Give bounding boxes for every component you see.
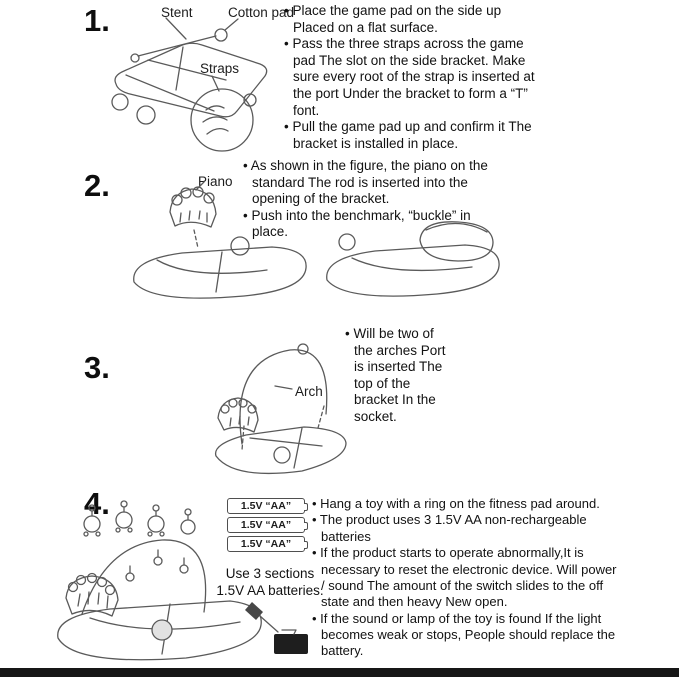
instruction-bullet: • Pull the game pad up and confirm it Th… (284, 119, 532, 151)
piano-drawing (169, 181, 217, 249)
step-2-illustration (133, 181, 500, 299)
screwdriver-icon (245, 602, 279, 633)
instruction-bullet: • Will be two of the arches Port is inse… (345, 326, 446, 424)
instruction-bullet: • Pass the three straps across the game … (284, 36, 535, 118)
step-2-number: 2. (84, 168, 110, 203)
instruction-bullet: • If the product starts to operate abnor… (312, 545, 617, 610)
step-2-instructions: • As shown in the figure, the piano on t… (243, 158, 499, 241)
instruction-bullet: • Push into the benchmark, “buckle” in p… (243, 207, 471, 240)
instruction-bullet: • If the sound or lamp of the toy is fou… (312, 610, 616, 659)
instruction-bullet: • Hang a toy with a ring on the fitness … (312, 496, 600, 511)
step-3-illustration (214, 343, 347, 475)
battery-compartment-icon (274, 629, 308, 654)
step-4-instructions: • Hang a toy with a ring on the fitness … (312, 496, 617, 660)
bottom-bar (0, 668, 679, 677)
cotton-pad-label: Cotton pad (228, 5, 295, 20)
play-mat-drawing (57, 600, 262, 661)
step-1-illustration (111, 17, 268, 152)
instruction-bullet: • As shown in the figure, the piano on t… (243, 158, 488, 207)
step-1-instructions: • Place the game pad on the side up Plac… (284, 3, 540, 152)
battery-stack: 1.5V “AA” 1.5V “AA” 1.5V “AA” (227, 498, 308, 552)
strap-detail-circle (190, 88, 254, 152)
battery-note: Use 3 sections 1.5V AA batteries. (216, 566, 324, 599)
arch-label: Arch (295, 384, 323, 399)
battery-cell: 1.5V “AA” (227, 498, 308, 514)
step-1-number: 1. (84, 3, 110, 38)
arch-drawing (239, 343, 328, 451)
label-pointer-lines (165, 17, 239, 92)
hanging-toys (83, 500, 196, 537)
play-mat-drawing (111, 28, 268, 125)
piano-label: Piano (198, 174, 233, 189)
instruction-bullet: • Place the game pad on the side up Plac… (284, 3, 502, 35)
piano-drawing (217, 397, 259, 433)
mat-with-pillow (326, 221, 500, 297)
straps-label: Straps (200, 61, 240, 76)
stent-label: Stent (161, 5, 193, 20)
piano-drawing (65, 572, 119, 617)
step-3-number: 3. (84, 350, 110, 385)
battery-cell-label: 1.5V “AA” (240, 519, 292, 531)
play-mat-drawing (214, 426, 347, 475)
battery-cell-label: 1.5V “AA” (240, 500, 292, 512)
battery-cell: 1.5V “AA” (227, 517, 308, 533)
battery-cell-label: 1.5V “AA” (240, 538, 292, 550)
step-4-illustration (57, 500, 308, 661)
instruction-bullet: • The product uses 3 1.5V AA non-recharg… (312, 512, 587, 544)
step-3-instructions: • Will be two of the arches Port is inse… (345, 326, 455, 426)
mat-side-view (133, 236, 307, 299)
battery-cell: 1.5V “AA” (227, 536, 308, 552)
step-4-number: 4. (84, 486, 110, 521)
